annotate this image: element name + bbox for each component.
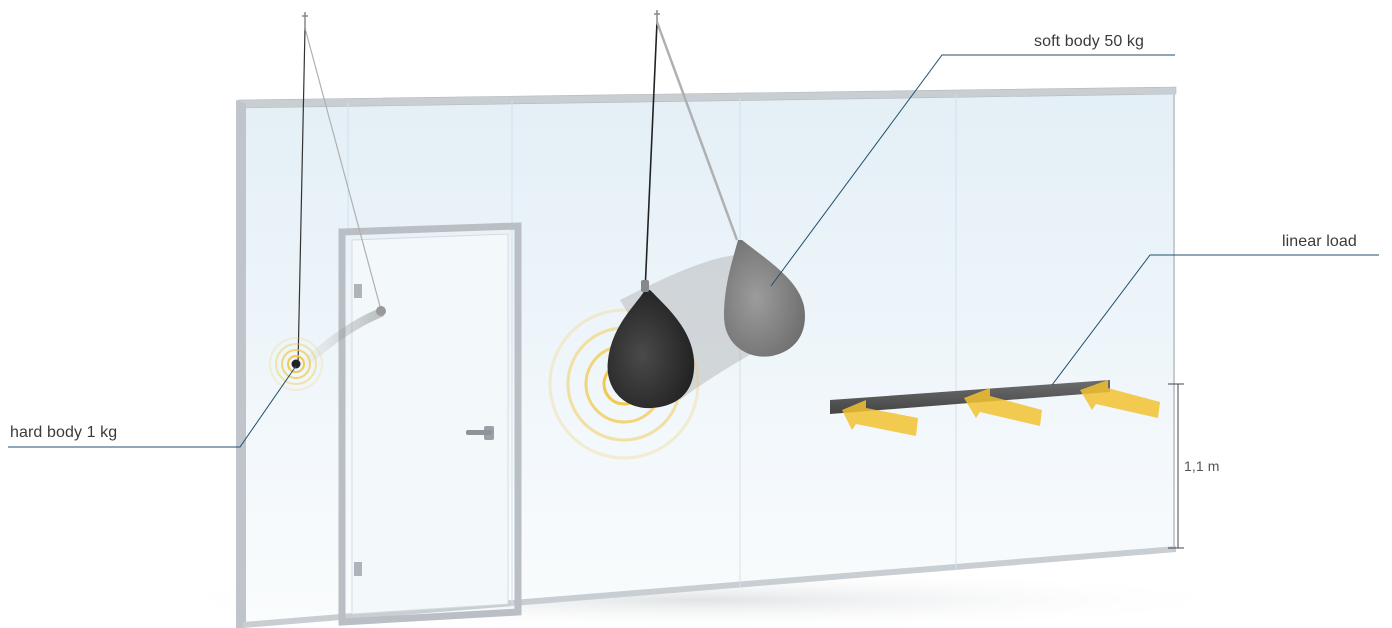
wall-left-post bbox=[236, 100, 246, 628]
height-dimension-label: 1,1 m bbox=[1184, 458, 1220, 474]
hard-body-label: hard body 1 kg bbox=[10, 424, 117, 442]
hard-body-ghost-ball bbox=[376, 306, 386, 316]
door bbox=[342, 226, 518, 622]
door-hinge bbox=[354, 284, 362, 298]
door-hinge bbox=[354, 562, 362, 576]
small-steel-ball-icon bbox=[292, 360, 301, 369]
soft-body-label: soft body 50 kg bbox=[1034, 33, 1144, 51]
linear-load-label: linear load bbox=[1282, 233, 1357, 251]
hook-icon bbox=[302, 12, 308, 30]
